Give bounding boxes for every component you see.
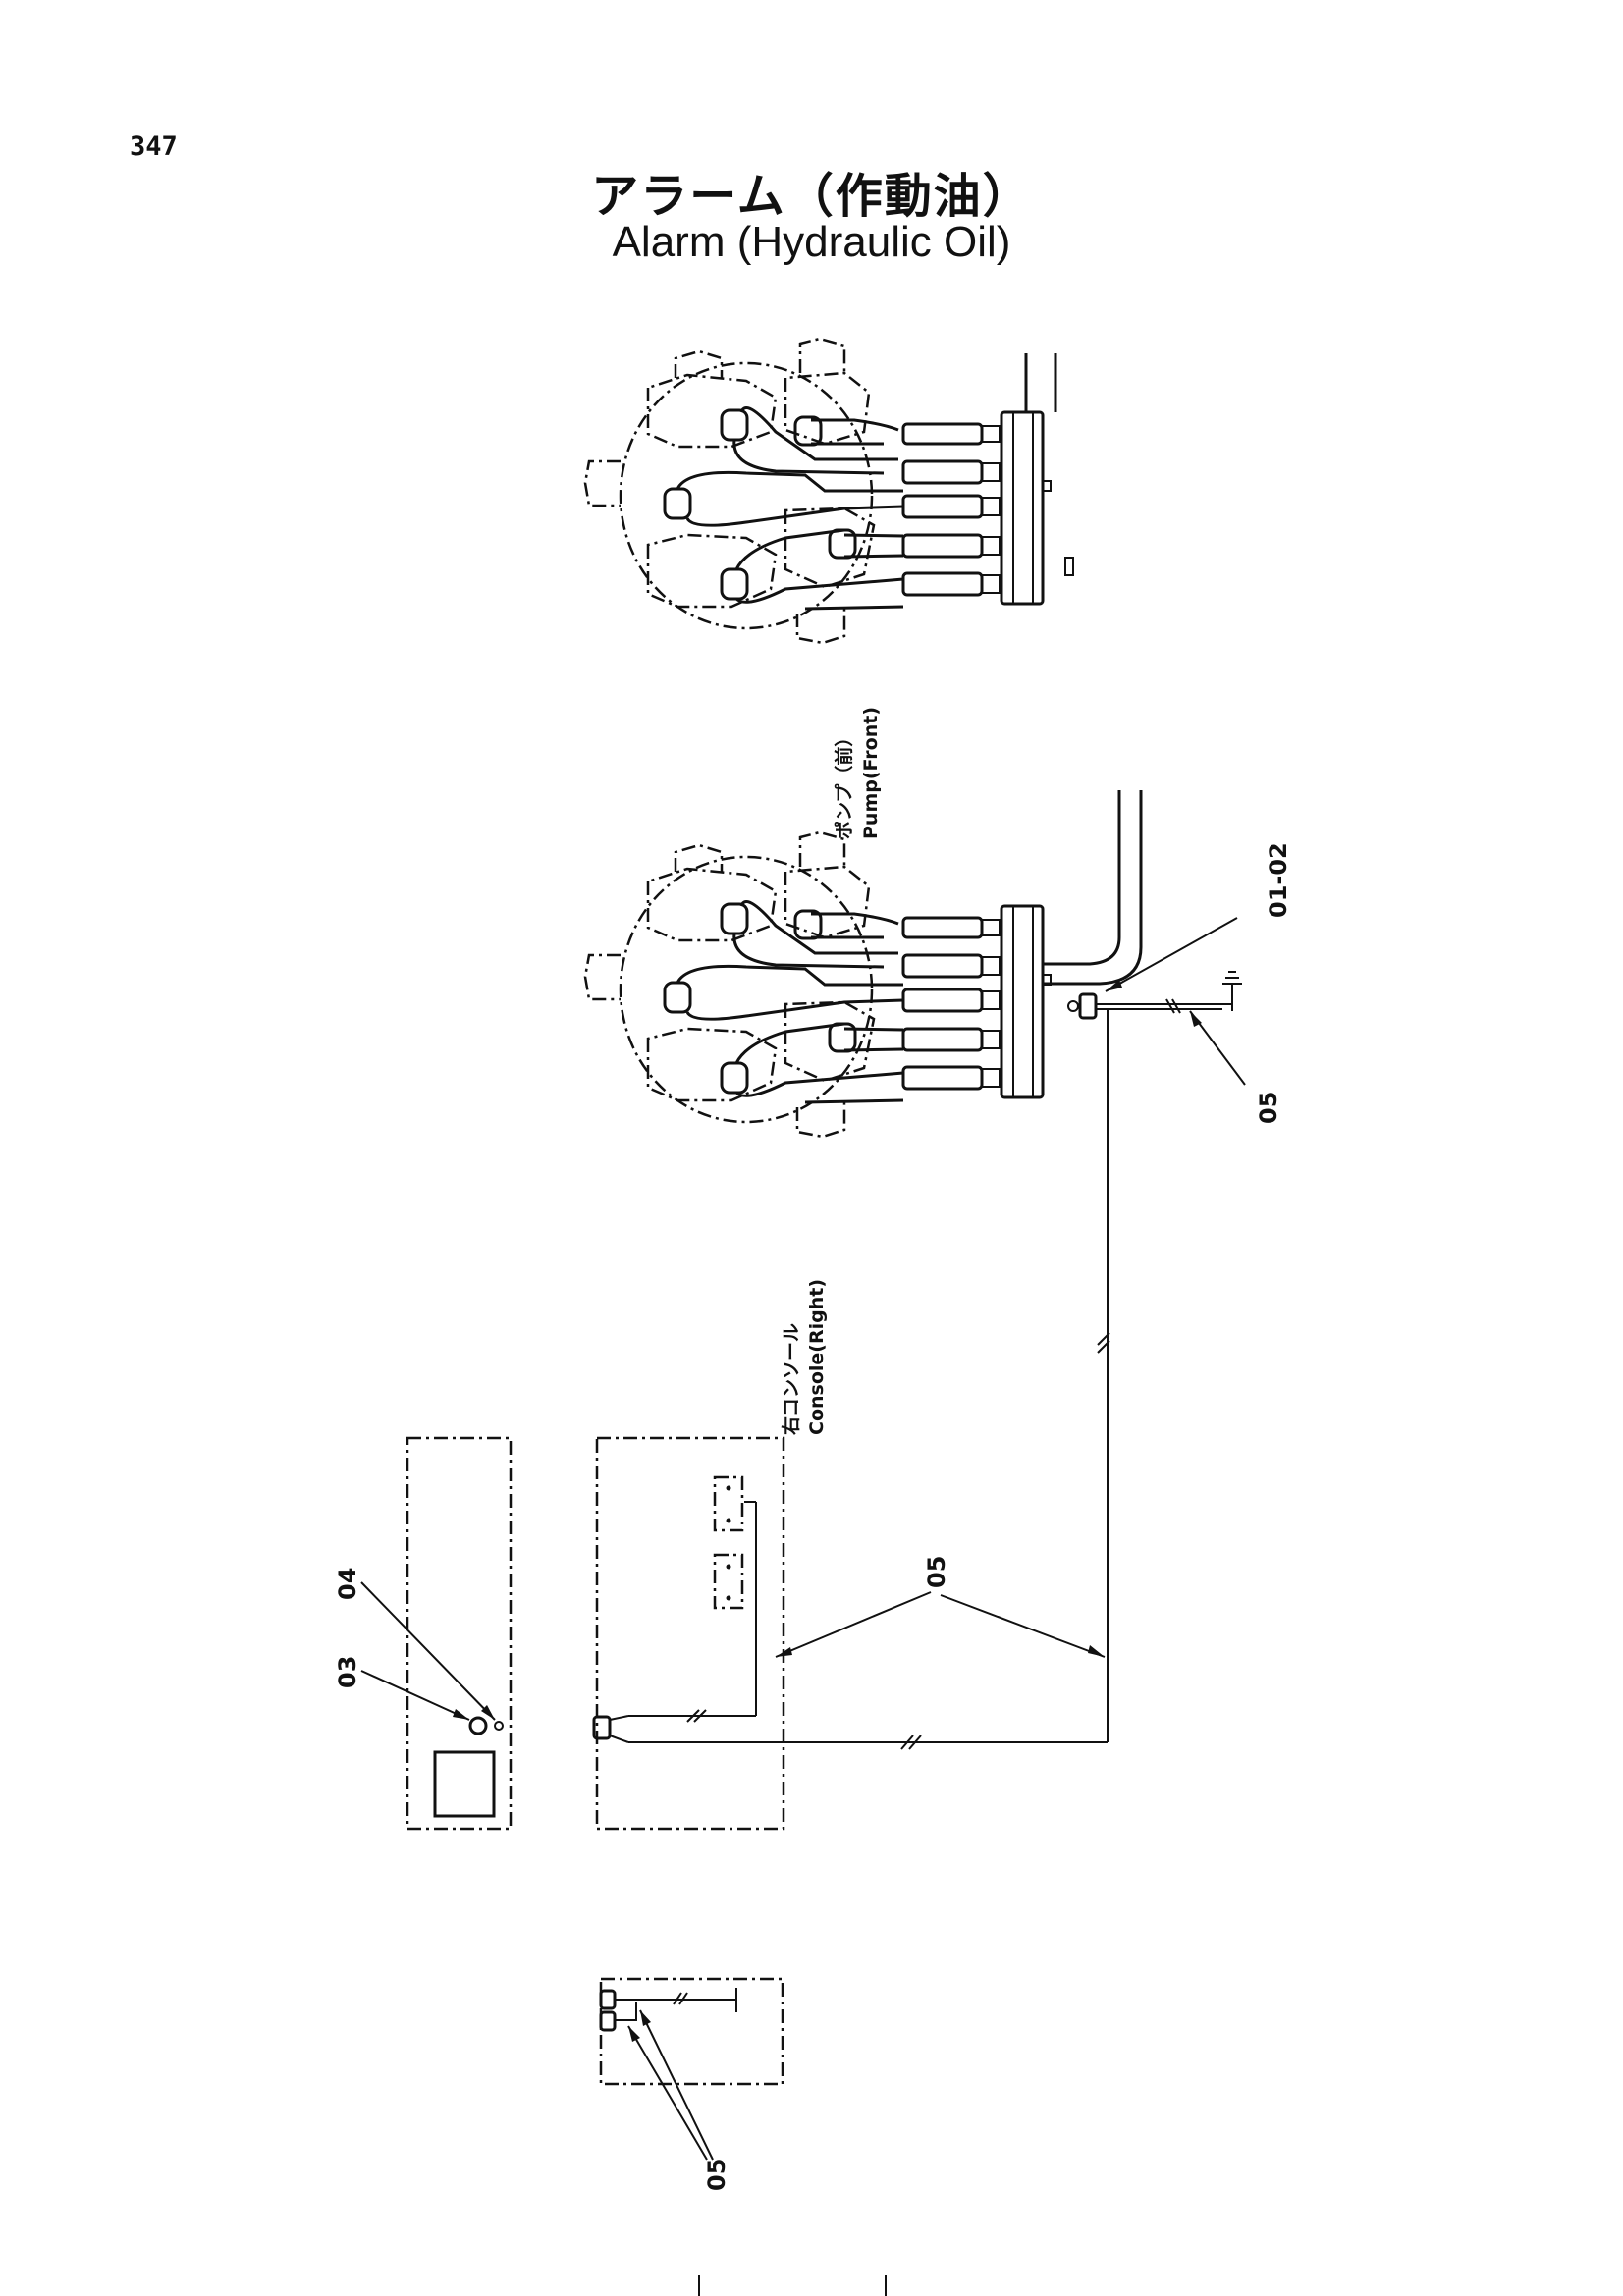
label-part-03: 03 <box>334 1656 361 1688</box>
scan-marks <box>698 2275 887 2296</box>
alarm-wire-harness <box>628 1009 1110 1750</box>
leader-part-01-02 <box>1105 917 1238 992</box>
label-part-01-02: 01-02 <box>1265 842 1292 918</box>
bottom-console-detail <box>599 1977 784 2086</box>
page-number: 347 <box>130 132 178 162</box>
page-title-japanese: アラーム（作動油） <box>591 169 1032 224</box>
page-title-english: Alarm (Hydraulic Oil) <box>612 218 1011 266</box>
label-pump-front-en: Pump(Front) <box>860 707 882 839</box>
leader-part-05-pump <box>1189 1010 1246 1086</box>
leader-part-03 <box>360 1670 470 1721</box>
pump-assembly-front <box>583 830 1053 1139</box>
label-part-05-bottom: 05 <box>703 2159 730 2191</box>
pump-assembly-upper <box>583 337 1074 645</box>
label-pump-front-ja: ポンプ（前） <box>833 728 855 839</box>
label-part-04: 04 <box>334 1568 361 1600</box>
leader-part-05-bottom <box>627 2009 714 2161</box>
label-part-05-pump: 05 <box>1255 1092 1282 1124</box>
oil-level-sensor <box>1067 971 1242 1020</box>
label-console-right-ja: 右コンソール <box>780 1323 802 1436</box>
leader-part-05-console <box>775 1591 1106 1658</box>
monitor-panel <box>406 1436 513 1831</box>
label-part-05-console: 05 <box>923 1556 950 1588</box>
label-console-right-en: Console(Right) <box>806 1279 828 1435</box>
leader-part-04 <box>360 1581 496 1721</box>
return-pipes <box>1043 790 1143 986</box>
console-right <box>592 1436 785 1831</box>
